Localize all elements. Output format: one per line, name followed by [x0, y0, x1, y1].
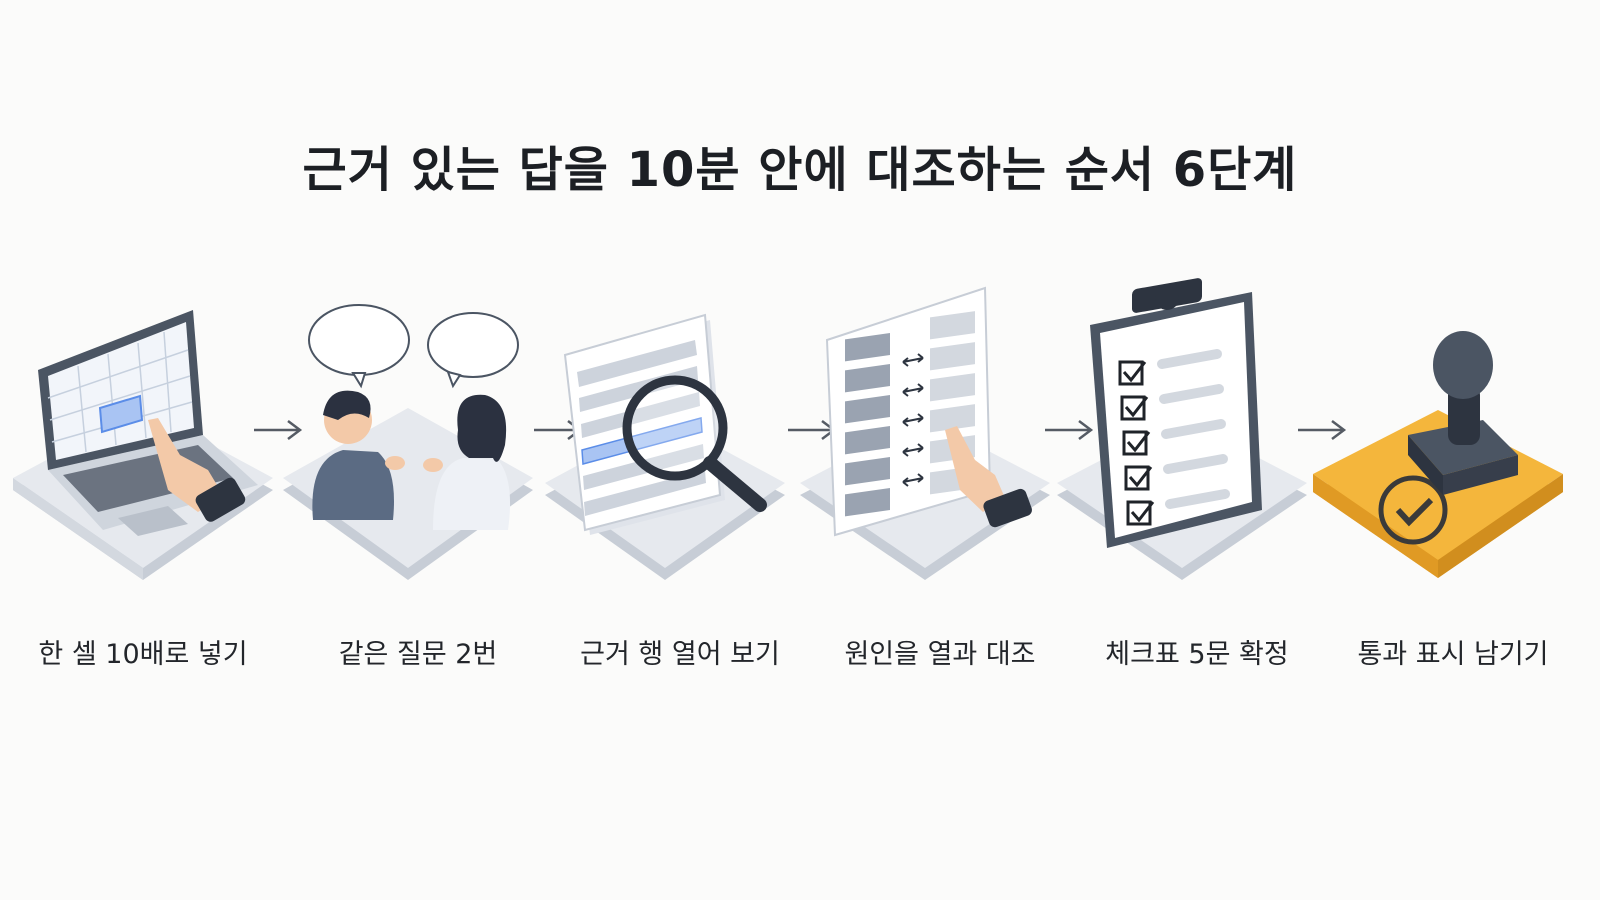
rubber-stamp-icon	[1313, 331, 1563, 578]
two-people-conversation-icon	[283, 304, 533, 580]
arrow-right-icon	[1045, 420, 1094, 440]
step-5: 체크표 5문 확정	[1057, 278, 1332, 680]
step-label: 한 셀 10배로 넣기	[38, 639, 248, 670]
arrow-right-icon	[254, 420, 303, 440]
arrow-right-icon	[1298, 420, 1347, 440]
step-3: 근거 행 열어 보기	[545, 280, 815, 680]
magnifier-document-icon	[545, 313, 785, 580]
step-label: 같은 질문 2번	[338, 639, 498, 670]
step-4: 원인을 열과 대조	[800, 280, 1075, 680]
step-2: 같은 질문 2번	[283, 280, 553, 680]
column-compare-icon	[800, 286, 1050, 580]
step-label: 통과 표시 남기기	[1357, 639, 1549, 670]
step-label: 체크표 5문 확정	[1105, 639, 1289, 670]
page-title: 근거 있는 답을 10분 안에 대조하는 순서 6단계	[302, 142, 1298, 198]
step-label: 원인을 열과 대조	[844, 639, 1036, 670]
step-6: 통과 표시 남기기	[1313, 280, 1588, 680]
step-label: 근거 행 열어 보기	[580, 639, 780, 670]
step-1: 한 셀 10배로 넣기	[8, 280, 278, 680]
clipboard-checklist-icon	[1057, 278, 1307, 580]
laptop-spreadsheet-icon	[13, 310, 273, 580]
